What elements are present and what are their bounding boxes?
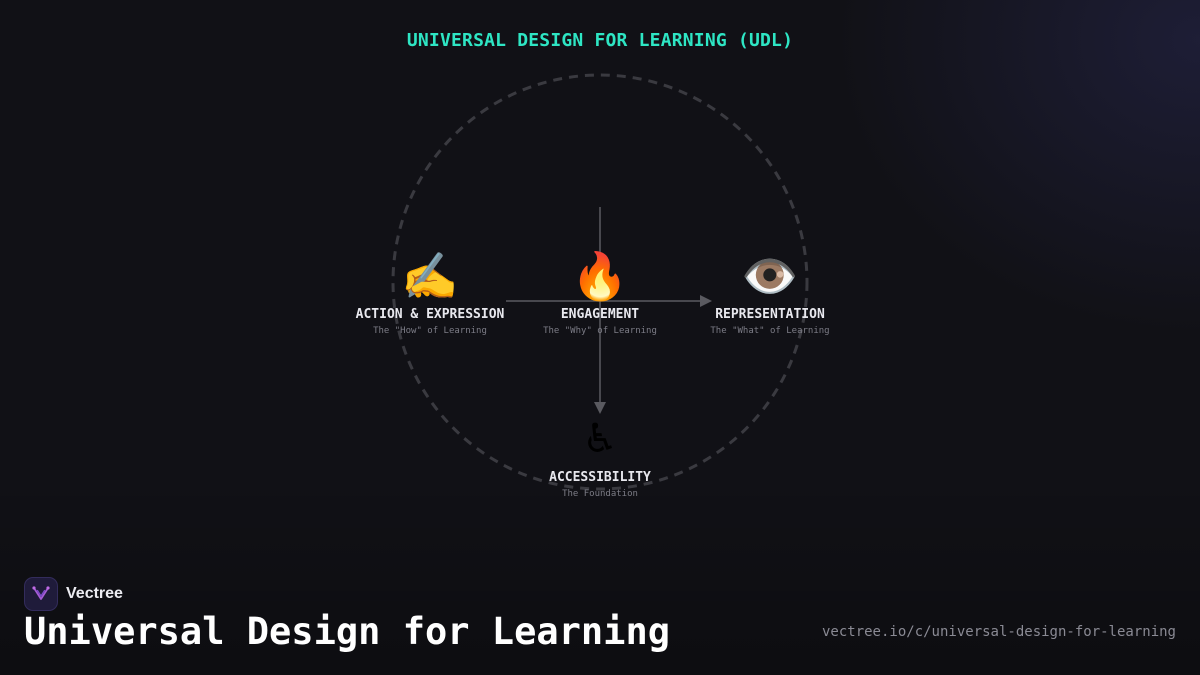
diagram-title: UNIVERSAL DESIGN FOR LEARNING (UDL) bbox=[406, 30, 794, 51]
vectree-logo-icon bbox=[24, 577, 58, 611]
eye-icon: 👁️ bbox=[741, 249, 799, 303]
wheelchair-icon: ♿ bbox=[582, 416, 618, 462]
node-engagement: 🔥 ENGAGEMENT The "Why" of Learning bbox=[500, 251, 700, 336]
node-sublabel: The "How" of Learning bbox=[373, 326, 487, 336]
node-label: ACCESSIBILITY bbox=[549, 470, 651, 485]
node-label: ENGAGEMENT bbox=[560, 307, 640, 322]
brand: Vectree bbox=[24, 577, 123, 611]
node-label: REPRESENTATION bbox=[715, 307, 825, 322]
source-url[interactable]: vectree.io/c/universal-design-for-learni… bbox=[821, 624, 1176, 640]
node-representation: 👁️ REPRESENTATION The "What" of Learning bbox=[670, 251, 870, 336]
node-sublabel: The "Why" of Learning bbox=[543, 326, 657, 336]
node-action-expression: ✍️ ACTION & EXPRESSION The "How" of Lear… bbox=[330, 251, 530, 336]
outer-ring bbox=[391, 73, 809, 491]
writing-hand-icon: ✍️ bbox=[401, 249, 459, 303]
fire-icon: 🔥 bbox=[571, 249, 629, 303]
brand-name: Vectree bbox=[66, 585, 123, 602]
node-sublabel: The Foundation bbox=[562, 489, 638, 499]
node-sublabel: The "What" of Learning bbox=[710, 326, 830, 336]
node-label: ACTION & EXPRESSION bbox=[355, 307, 505, 322]
page-title: Universal Design for Learning bbox=[24, 610, 671, 653]
node-accessibility: ♿ ACCESSIBILITY The Foundation bbox=[500, 414, 700, 499]
